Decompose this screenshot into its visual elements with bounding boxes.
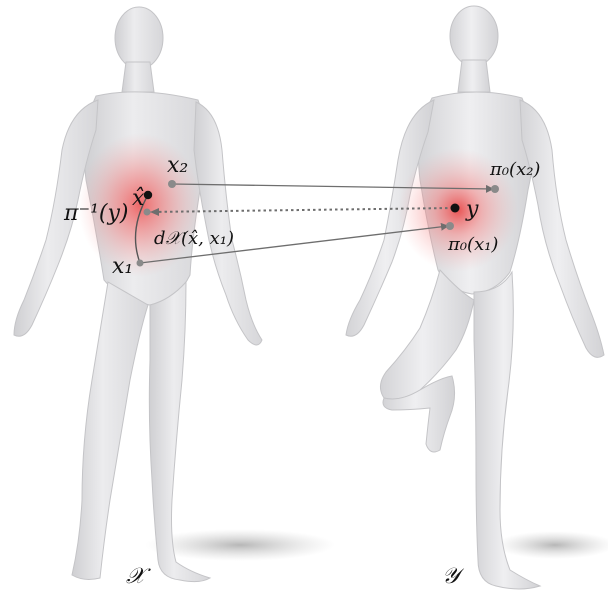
- label-geodesic-distance: d𝒳(x̂, x₁): [154, 230, 234, 248]
- point-xhat: [144, 191, 152, 199]
- point-x1: [137, 260, 144, 267]
- point-pi-inv-y: [144, 209, 151, 216]
- point-y: [451, 204, 460, 213]
- label-shape-y: 𝒴: [442, 566, 459, 588]
- point-pi0x1: [446, 222, 454, 230]
- label-x2: x₂: [167, 155, 188, 177]
- point-x2: [168, 180, 176, 188]
- human-shape-x: [14, 7, 262, 582]
- label-xhat: x̂: [132, 188, 144, 210]
- human-shape-y: [346, 6, 604, 589]
- point-pi0x2: [491, 185, 499, 193]
- label-shape-x: 𝒳: [126, 566, 145, 588]
- label-pi0-x2: π₀(x₂): [490, 161, 540, 179]
- label-pi-inverse-y: π⁻¹(y): [64, 203, 129, 225]
- label-x1: x₁: [112, 256, 133, 278]
- label-pi0-x1: π₀(x₁): [448, 236, 498, 254]
- label-y: y: [466, 199, 478, 221]
- floor-shadow-right: [495, 531, 608, 559]
